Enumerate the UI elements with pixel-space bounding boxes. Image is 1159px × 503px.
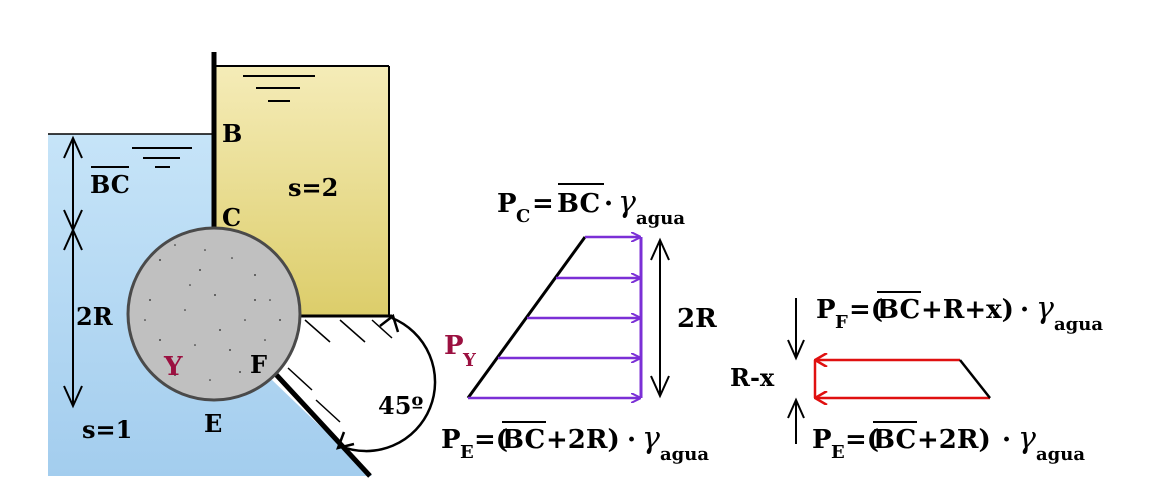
- formula-pf: P F =( BC +R+x) · γ agua: [816, 291, 1103, 335]
- pressure-diagonal: [466, 236, 587, 399]
- svg-text:·: ·: [627, 425, 636, 455]
- free-surface-symbol-2: [243, 75, 315, 102]
- label-2r-mid: 2R: [677, 304, 717, 334]
- svg-text:γ: γ: [618, 185, 636, 220]
- svg-text:agua: agua: [1054, 314, 1103, 335]
- formula-pe-right: P E =( BC +2R) · γ agua: [812, 421, 1085, 465]
- svg-text:P: P: [497, 189, 517, 219]
- svg-text:E: E: [831, 442, 845, 463]
- label-e: E: [204, 409, 222, 438]
- svg-text:agua: agua: [660, 444, 709, 465]
- label-angle: 45º: [378, 391, 423, 420]
- label-s2: s=2: [288, 173, 338, 202]
- svg-text:γ: γ: [642, 421, 660, 456]
- svg-text:=(: =(: [849, 295, 883, 325]
- label-y: Y: [163, 352, 183, 382]
- svg-text:BC: BC: [873, 425, 916, 455]
- free-surface-symbol-1: [132, 147, 192, 168]
- svg-text:P: P: [444, 331, 464, 361]
- svg-text:γ: γ: [1036, 291, 1054, 326]
- inclined-wall: [268, 366, 372, 478]
- label-2r-left: 2R: [76, 302, 114, 331]
- svg-text:+2R): +2R): [546, 425, 620, 455]
- svg-text:F: F: [835, 312, 848, 333]
- sphere: [126, 226, 302, 402]
- svg-text:C: C: [516, 206, 530, 227]
- svg-text:P: P: [816, 295, 836, 325]
- label-f: F: [250, 350, 267, 379]
- formula-py: P Y: [444, 331, 477, 371]
- label-bc: BC: [90, 170, 130, 199]
- svg-text:P: P: [812, 425, 832, 455]
- svg-text:·: ·: [1020, 295, 1029, 325]
- svg-text:E: E: [460, 442, 474, 463]
- svg-text:agua: agua: [636, 208, 685, 229]
- angle-arc: [339, 316, 437, 453]
- label-r-minus-x: R-x: [730, 363, 775, 392]
- wall-hatching: [287, 319, 393, 423]
- svg-text:=: =: [532, 189, 554, 219]
- svg-text:Y: Y: [462, 350, 477, 371]
- svg-text:·: ·: [604, 189, 613, 219]
- svg-text:=(: =(: [845, 425, 879, 455]
- sphere-speckles: [144, 244, 281, 381]
- svg-text:·: ·: [1002, 425, 1011, 455]
- dimension-r-minus-x: [787, 298, 805, 444]
- label-b: B: [222, 119, 242, 148]
- label-s1: s=1: [82, 415, 132, 444]
- svg-text:+2R): +2R): [917, 425, 991, 455]
- dimension-2r-mid: [650, 237, 670, 399]
- svg-text:P: P: [441, 425, 461, 455]
- svg-text:BC: BC: [877, 295, 920, 325]
- formula-pe-mid: P E =( BC +2R) · γ agua: [441, 421, 709, 465]
- svg-text:γ: γ: [1018, 421, 1036, 456]
- dimension-2r-left: [63, 227, 83, 409]
- svg-text:BC: BC: [502, 425, 545, 455]
- svg-text:agua: agua: [1036, 444, 1085, 465]
- svg-text:+R+x): +R+x): [921, 295, 1014, 325]
- right-pressure-diagonal: [959, 359, 991, 399]
- svg-text:=(: =(: [474, 425, 508, 455]
- formula-pc: P C = BC · γ agua: [497, 183, 685, 229]
- svg-text:BC: BC: [557, 189, 600, 219]
- label-c: C: [222, 203, 241, 232]
- pressure-arrows: [468, 237, 640, 398]
